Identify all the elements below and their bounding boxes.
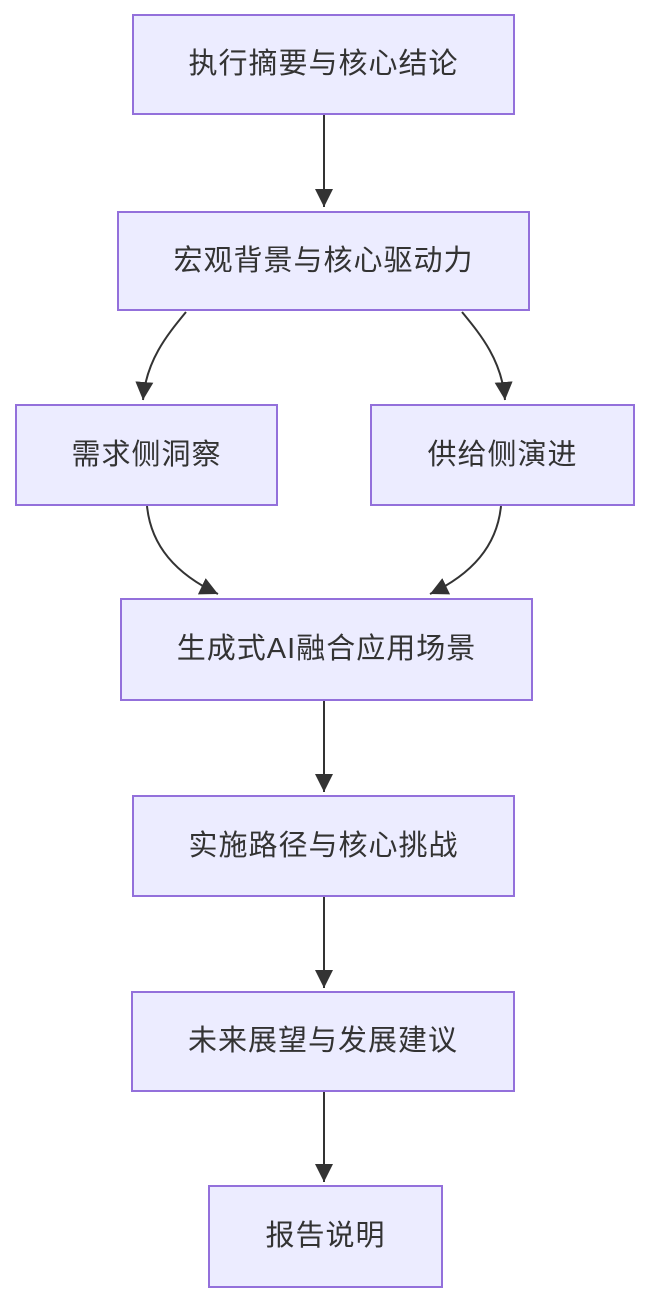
edge-supply-side-to-genai-scenarios (429, 505, 502, 595)
edge-macro-background-to-demand-side (135, 311, 187, 401)
node-demand-side: 需求侧洞察 (15, 404, 278, 506)
node-genai-scenarios: 生成式AI融合应用场景 (120, 598, 533, 701)
node-label: 生成式AI融合应用场景 (176, 633, 477, 666)
edge-demand-side-to-genai-scenarios (146, 505, 219, 595)
node-implementation: 实施路径与核心挑战 (132, 795, 515, 897)
edge-macro-background-to-supply-side (461, 311, 513, 401)
node-report-notes: 报告说明 (208, 1185, 443, 1288)
node-label: 未来展望与发展建议 (187, 1025, 458, 1058)
node-label: 需求侧洞察 (71, 438, 222, 471)
node-label: 供给侧演进 (427, 438, 578, 471)
node-supply-side: 供给侧演进 (370, 404, 635, 506)
node-future-outlook: 未来展望与发展建议 (131, 991, 515, 1092)
node-label: 实施路径与核心挑战 (188, 829, 459, 862)
node-label: 报告说明 (265, 1220, 386, 1253)
node-label: 执行摘要与核心结论 (188, 48, 459, 81)
node-macro-background: 宏观背景与核心驱动力 (117, 211, 530, 311)
node-executive-summary: 执行摘要与核心结论 (132, 14, 515, 115)
node-label: 宏观背景与核心驱动力 (173, 244, 474, 277)
